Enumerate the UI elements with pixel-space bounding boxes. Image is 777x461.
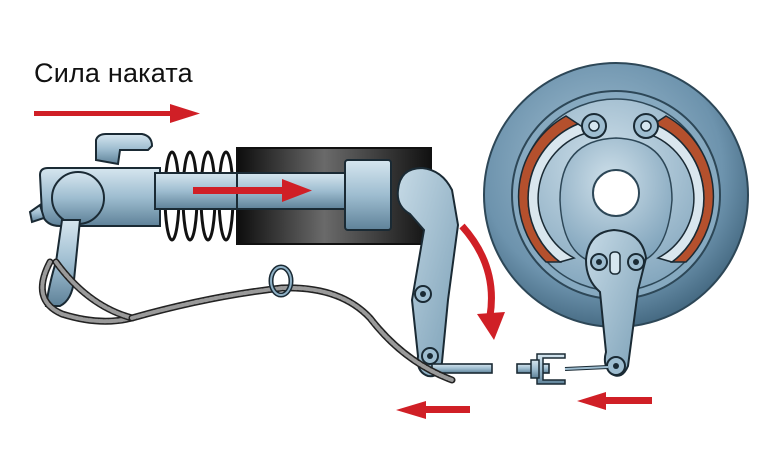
rod-clevis: [530, 353, 609, 385]
piston-force-arrow-icon: [193, 179, 312, 202]
brake-shoes: [517, 115, 715, 263]
pull-arrow-icon: [396, 401, 470, 419]
hub-plate: [559, 137, 673, 263]
coupling-head: [28, 133, 161, 307]
rotation-arrow-icon: [459, 223, 505, 340]
cable-ring: [268, 264, 294, 298]
bell-crank-lever: [396, 166, 460, 378]
expander-lever: [584, 228, 648, 377]
pull-arrow-icon: [577, 392, 652, 410]
diagram-title: Сила наката: [34, 58, 193, 88]
force-arrow-icon: [34, 104, 200, 123]
anchor-pins: [581, 113, 659, 139]
breakaway-cable: [38, 258, 456, 384]
